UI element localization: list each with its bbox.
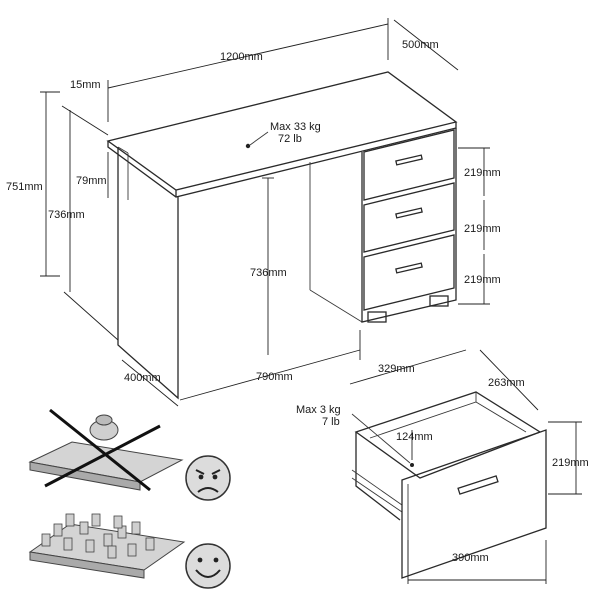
desk-drawing [106,71,458,400]
drawer-front-height-label: 219mm [552,457,589,469]
drawer-inner-height-label: 124mm [396,431,433,443]
smiling-face-icon [185,543,231,589]
drawer-height-1-label: 219mm [464,167,501,179]
drawer-front-width-label: 390mm [452,552,489,564]
inner-height-label: 736mm [48,209,85,221]
drawer-load-lb-label: 7 lb [322,416,340,428]
load-top-kg-label: Max 33 kg [270,121,321,133]
drawer-depth-label: 263mm [488,377,525,389]
uneven-load-crossed-icon [28,408,184,492]
drawer-height-2-label: 219mm [464,223,501,235]
drawer-height-3-label: 219mm [464,274,501,286]
drawer-load-marker [410,463,414,467]
center-height-label: 736mm [250,267,287,279]
top-thickness-label: 15mm [70,79,101,91]
apron-label: 79mm [76,175,107,187]
total-height-label: 751mm [6,181,43,193]
drawer-load-kg-label: Max 3 kg [296,404,341,416]
dimension-lines [40,18,490,407]
even-load-icon [28,513,186,579]
angry-face-icon [185,455,231,501]
load-point-marker [245,143,251,149]
drawer-detail-drawing [349,349,582,584]
side-depth-label: 400mm [124,372,161,384]
drawer-width-inner-label: 329mm [378,363,415,375]
depth-label: 500mm [402,39,439,51]
width-label: 1200mm [220,51,263,63]
load-top-lb-label: 72 lb [278,133,302,145]
knee-width-label: 790mm [256,371,293,383]
